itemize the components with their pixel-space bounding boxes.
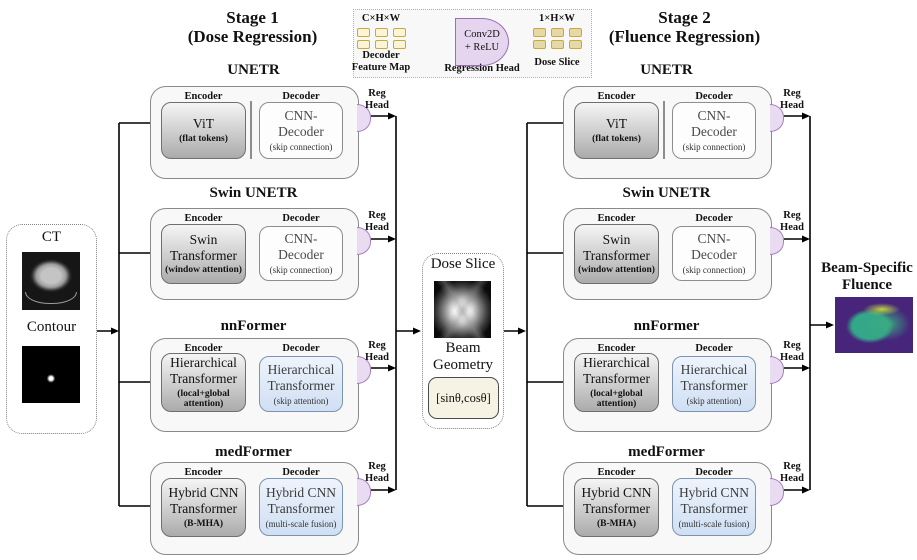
- stage1-title-line2: (Dose Regression): [187, 27, 318, 47]
- decoder-header: Decoder: [282, 343, 320, 354]
- input-dims-label: C×H×W: [361, 13, 401, 24]
- model-outer-box: Encoder Decoder ViT (flat tokens) CNN-De…: [563, 86, 784, 179]
- model-title: medFormer: [215, 444, 292, 460]
- dose-slice-square: [533, 40, 546, 49]
- model-outer-box: Encoder Decoder Swin Transformer (window…: [563, 208, 784, 300]
- encoder-header: Encoder: [597, 343, 636, 354]
- stage1-title-line1: Stage 1: [226, 8, 279, 27]
- encoder-box: Hierarchical Transformer (local+global a…: [574, 353, 659, 412]
- decoder-box: CNN-Decoder (skip connection): [259, 102, 343, 159]
- decoder-box: Hybrid CNN Transformer (multi-scale fusi…: [672, 478, 756, 536]
- regression-head-shape: Conv2D + ReLU: [455, 18, 509, 66]
- decoder-header: Decoder: [695, 91, 733, 102]
- stage2-title: Stage 2 (Fluence Regression): [592, 8, 777, 46]
- decoder-box: CNN-Decoder (skip connection): [672, 226, 756, 281]
- dose-slice-grid: [533, 28, 582, 49]
- encoder-box: ViT (flat tokens): [574, 102, 659, 159]
- decoder-feature-map-grid: [357, 28, 406, 49]
- output-dims-label: 1×H×W: [539, 13, 575, 24]
- decoder-header: Decoder: [282, 467, 320, 478]
- model-title: UNETR: [640, 62, 693, 78]
- unetr-separator: [663, 101, 665, 159]
- model-title: Swin UNETR: [209, 185, 298, 201]
- encoder-header: Encoder: [597, 213, 636, 224]
- feature-map-square: [357, 28, 370, 37]
- fluence-image: [835, 297, 913, 353]
- dose-slice-image: [434, 281, 491, 338]
- model-title: nnFormer: [633, 318, 700, 334]
- contour-label: Contour: [26, 319, 77, 335]
- model-outer-box: Encoder Decoder Hybrid CNN Transformer (…: [563, 462, 784, 555]
- encoder-box: Swin Transformer (window attention): [574, 224, 659, 284]
- input-panel: CT Contour: [6, 224, 97, 434]
- regression-head-caption: Regression Head: [444, 63, 520, 74]
- model-outer-box: Encoder Decoder Swin Transformer (window…: [150, 208, 371, 300]
- unetr-separator: [250, 101, 252, 159]
- fluence-output-title: Beam-Specific Fluence: [821, 260, 913, 294]
- feature-map-square: [375, 40, 388, 49]
- beam-geometry-label-line2: Geometry: [433, 357, 493, 373]
- feature-map-caption: Decoder Feature Map: [351, 50, 411, 73]
- feature-map-square: [393, 28, 406, 37]
- model-outer-box: Encoder Decoder Hybrid CNN Transformer (…: [150, 462, 371, 555]
- decoder-box: CNN-Decoder (skip connection): [672, 102, 756, 159]
- ct-image: [22, 252, 80, 310]
- decoder-header: Decoder: [695, 213, 733, 224]
- model-title: UNETR: [227, 62, 280, 78]
- dose-slice-square: [533, 28, 546, 37]
- decoder-box: Hierarchical Transformer (skip attention…: [259, 356, 343, 412]
- beam-geometry-label-line1: Beam: [445, 340, 481, 356]
- encoder-header: Encoder: [184, 343, 223, 354]
- encoder-box: Hybrid CNN Transformer (B-MHA): [161, 478, 246, 537]
- stage2-title-line1: Stage 2: [658, 8, 711, 27]
- contour-image: [22, 346, 80, 403]
- stage1-title: Stage 1 (Dose Regression): [160, 8, 345, 46]
- ct-label: CT: [41, 229, 62, 245]
- encoder-header: Encoder: [597, 467, 636, 478]
- decoder-box: Hybrid CNN Transformer (multi-scale fusi…: [259, 478, 343, 536]
- decoder-header: Decoder: [695, 343, 733, 354]
- dose-slice-label: Dose Slice: [430, 256, 496, 272]
- model-title: medFormer: [628, 444, 705, 460]
- encoder-header: Encoder: [184, 467, 223, 478]
- dose-beam-panel: Dose Slice Beam Geometry [sinθ,cosθ]: [422, 253, 504, 429]
- feature-map-square: [375, 28, 388, 37]
- dose-slice-caption: Dose Slice: [534, 57, 580, 68]
- encoder-header: Encoder: [597, 91, 636, 102]
- feature-map-square: [357, 40, 370, 49]
- encoder-header: Encoder: [184, 213, 223, 224]
- encoder-box: Swin Transformer (window attention): [161, 224, 246, 284]
- encoder-header: Encoder: [184, 91, 223, 102]
- model-title: nnFormer: [220, 318, 287, 334]
- feature-map-square: [393, 40, 406, 49]
- dose-slice-square: [569, 28, 582, 37]
- dose-slice-square: [551, 28, 564, 37]
- regression-head-legend: C×H×W Decoder Feature Map Conv2D + ReLU …: [352, 9, 592, 78]
- encoder-box: Hierarchical Transformer (local+global a…: [161, 353, 246, 412]
- dose-slice-square: [569, 40, 582, 49]
- model-outer-box: Encoder Decoder Hierarchical Transformer…: [150, 338, 371, 432]
- stage2-title-line2: (Fluence Regression): [608, 27, 761, 47]
- encoder-box: Hybrid CNN Transformer (B-MHA): [574, 478, 659, 537]
- decoder-header: Decoder: [282, 91, 320, 102]
- decoder-header: Decoder: [282, 213, 320, 224]
- beam-geometry-value: [sinθ,cosθ]: [436, 390, 491, 405]
- model-title: Swin UNETR: [622, 185, 711, 201]
- encoder-box: ViT (flat tokens): [161, 102, 246, 159]
- model-outer-box: Encoder Decoder ViT (flat tokens) CNN-De…: [150, 86, 371, 179]
- dose-slice-square: [551, 40, 564, 49]
- beam-geometry-value-box: [sinθ,cosθ]: [428, 377, 499, 419]
- model-outer-box: Encoder Decoder Hierarchical Transformer…: [563, 338, 784, 432]
- decoder-box: CNN-Decoder (skip connection): [259, 226, 343, 281]
- decoder-box: Hierarchical Transformer (skip attention…: [672, 356, 756, 412]
- decoder-header: Decoder: [695, 467, 733, 478]
